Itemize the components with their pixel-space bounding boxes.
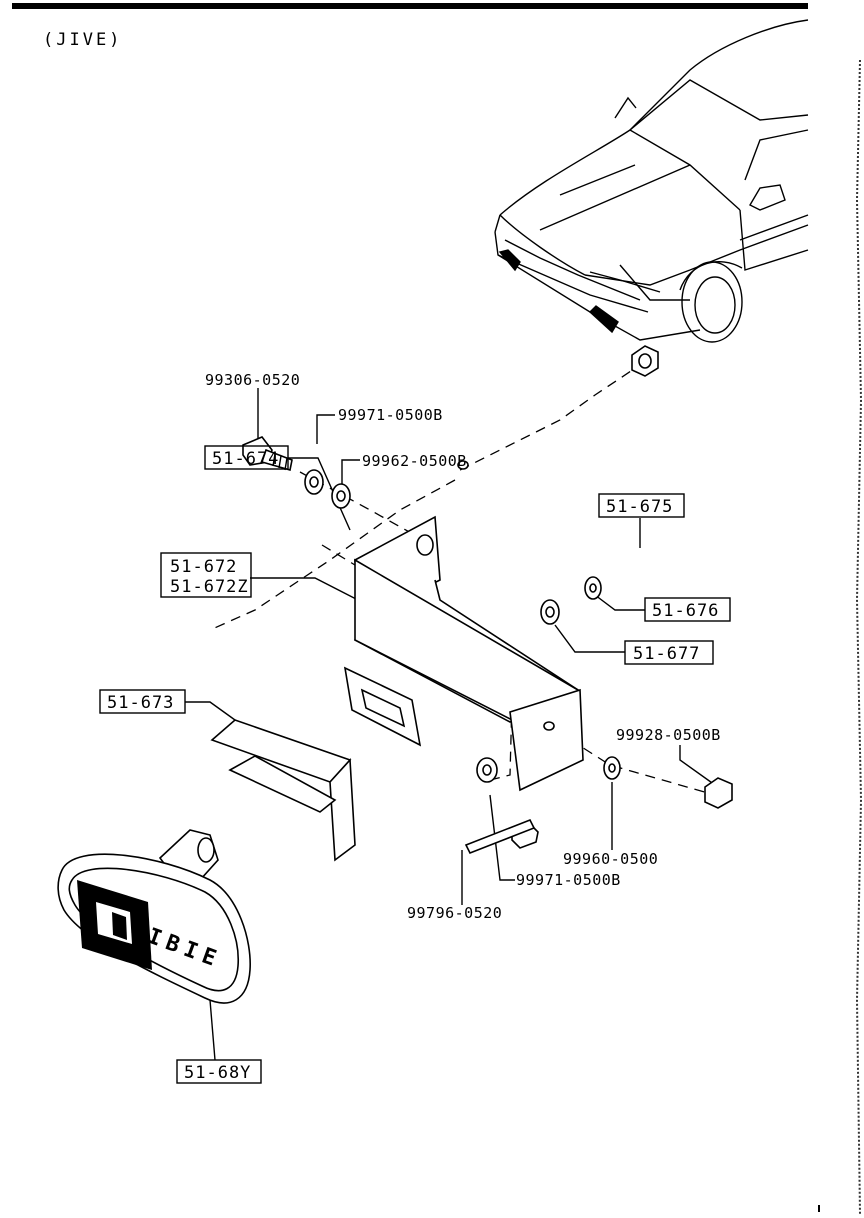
washer-51-677: [540, 599, 560, 625]
callout-washer-bottom: 99971-0500B: [516, 871, 621, 889]
nut-right: [704, 777, 733, 809]
callout-washer-a: 99971-0500B: [338, 406, 443, 424]
callout-bracket-1: 51-672: [170, 557, 237, 577]
callout-bolt-bottom: 99796-0520: [407, 904, 502, 922]
callout-washer-b: 99962-0500B: [362, 452, 467, 470]
callout-lamp: 51-68Y: [184, 1063, 251, 1083]
callout-bolt-top: 99306-0520: [205, 371, 300, 389]
washer-51-676: [584, 576, 602, 600]
bottom-mark: [818, 1205, 820, 1212]
right-scan-edge: [855, 59, 863, 1215]
callout-washer-677: 51-677: [633, 644, 700, 664]
callout-gasket-674: 51-674: [212, 449, 279, 469]
washer-bottom: [476, 757, 498, 783]
callout-nut-675: 51-675: [606, 497, 673, 517]
bracket: [354, 460, 584, 792]
fog-lamp: CIBIE: [57, 829, 251, 1004]
callout-plate-673: 51-673: [107, 693, 174, 713]
page-title: (JIVE): [43, 30, 122, 50]
callout-nut-right: 99928-0500B: [616, 726, 721, 744]
bolt-top: [242, 436, 293, 472]
car-illustration: [494, 19, 809, 343]
callout-bracket-2: 51-672Z: [170, 577, 249, 597]
washer-top-a: [304, 469, 324, 495]
gasket-51-674: [343, 666, 422, 747]
nut-51-675: [631, 345, 659, 377]
washer-right: [603, 756, 621, 780]
callout-washer-676: 51-676: [652, 601, 719, 621]
callout-washer-right: 99960-0500: [563, 850, 658, 868]
washer-top-b: [331, 483, 351, 509]
plate-51-673: [210, 719, 356, 862]
bolt-bottom: [464, 818, 539, 855]
top-border: [12, 3, 808, 9]
